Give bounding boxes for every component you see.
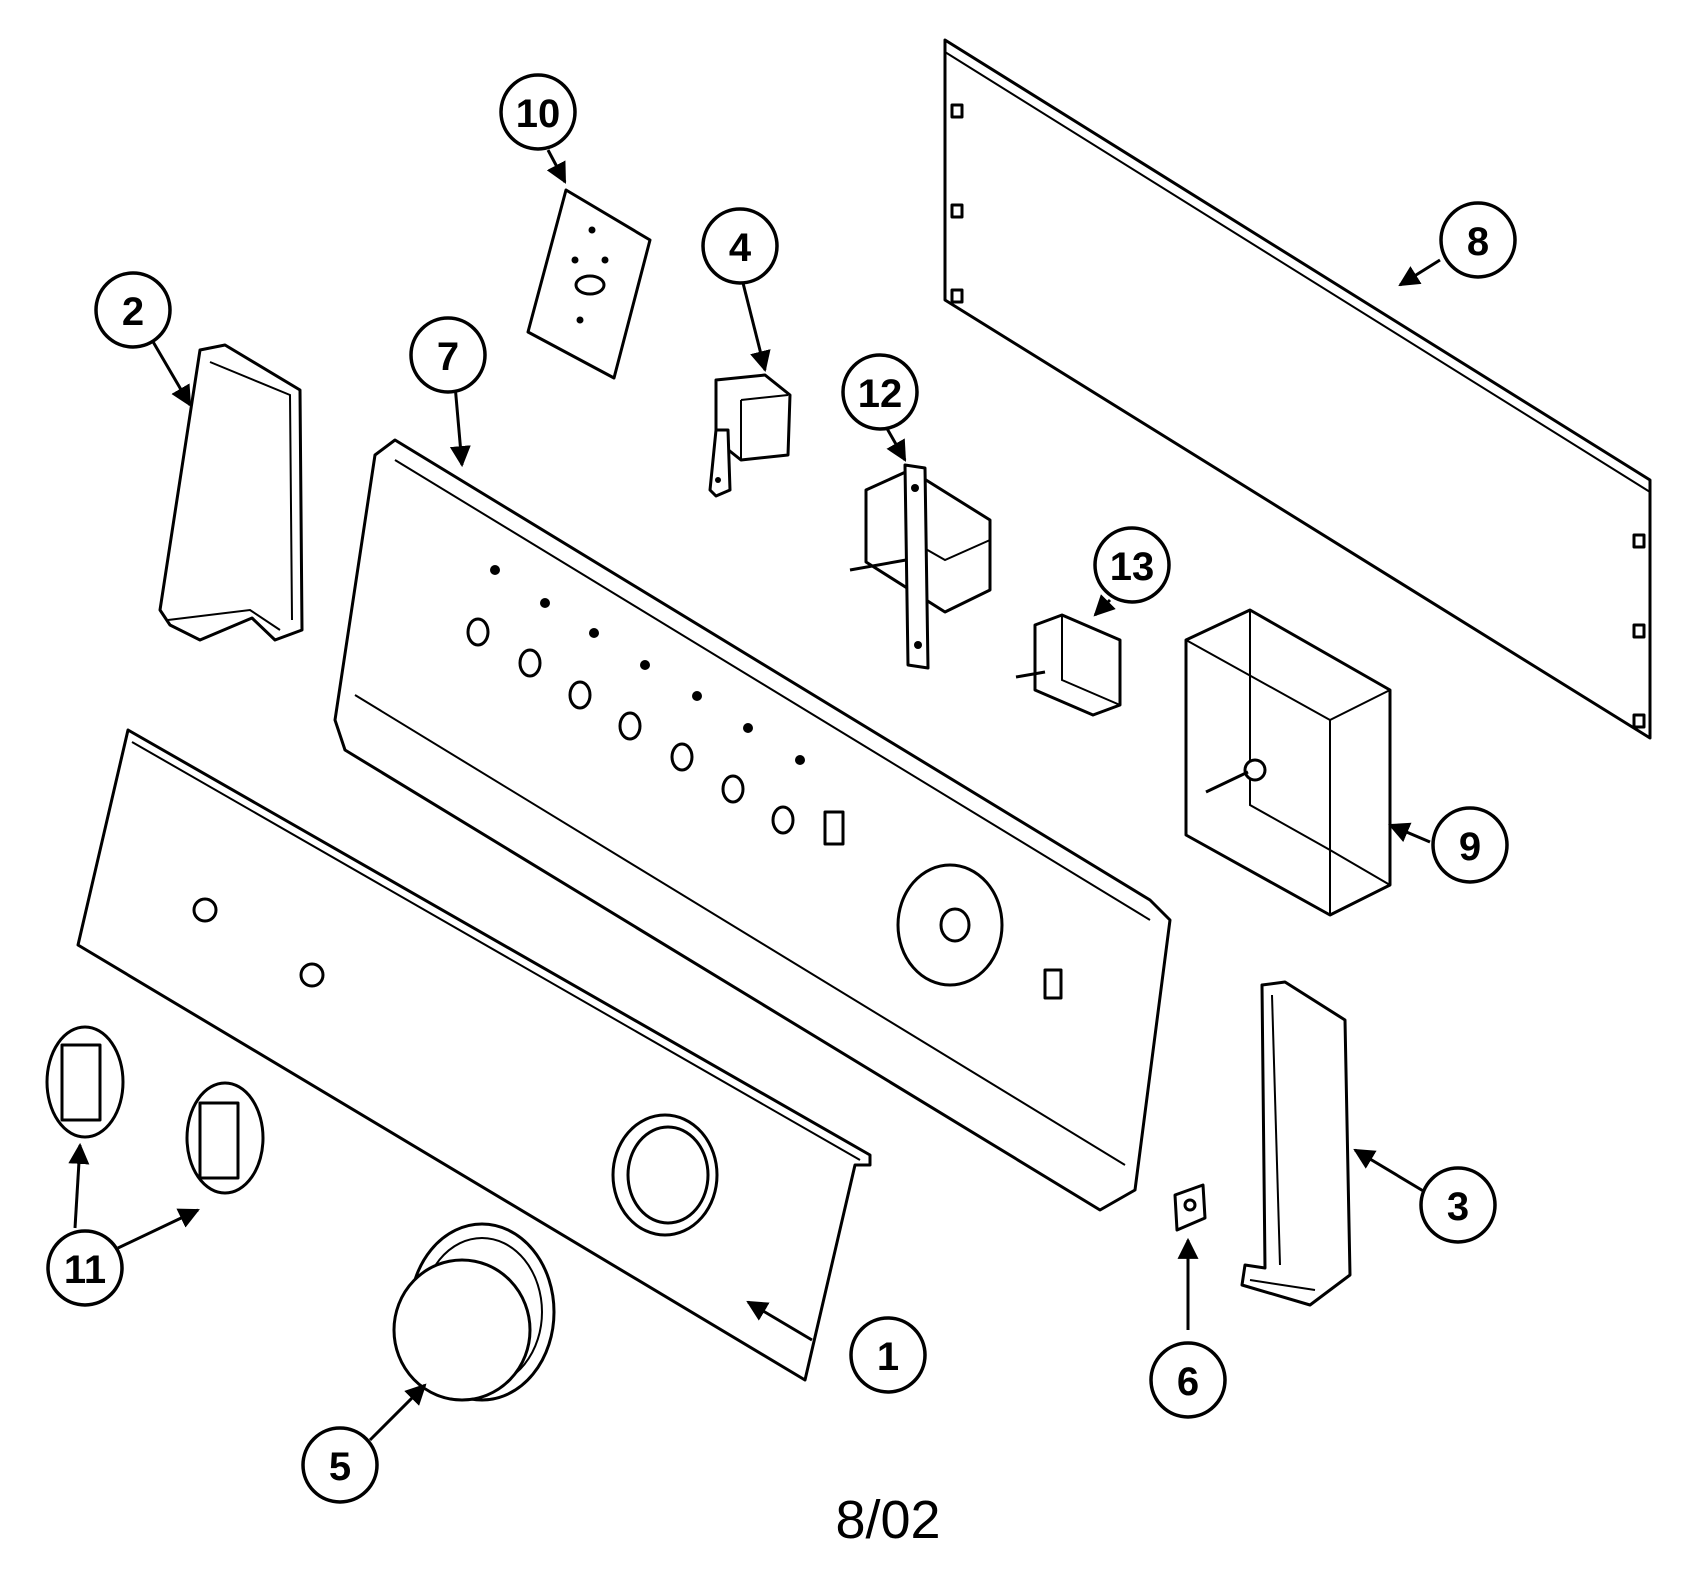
svg-text:8: 8	[1467, 220, 1489, 264]
callout-10: 10	[499, 73, 577, 151]
callout-9: 9	[1431, 806, 1509, 884]
callout-7: 7	[409, 316, 487, 394]
part-12-rotary-switch	[849, 463, 992, 670]
part-7-control-panel	[333, 438, 1172, 1212]
svg-text:5: 5	[329, 1445, 351, 1489]
date-code: 8/02	[835, 1490, 940, 1550]
part-2-left-end-cap	[158, 343, 304, 642]
callout-5: 5	[301, 1426, 379, 1504]
svg-text:10: 10	[516, 92, 561, 136]
callout-12: 12	[841, 353, 919, 431]
callout-13: 13	[1093, 526, 1171, 604]
callout-3: 3	[1419, 1166, 1497, 1244]
part-1-console-panel	[76, 728, 872, 1382]
part-11-knobs	[45, 1025, 265, 1195]
callout-1: 1	[849, 1316, 927, 1394]
part-10-mounting-plate	[526, 188, 652, 380]
svg-text:12: 12	[858, 372, 903, 416]
callout-11: 11	[46, 1229, 124, 1307]
leader-lines	[68, 149, 1441, 1442]
svg-text:13: 13	[1110, 545, 1155, 589]
svg-text:7: 7	[437, 335, 459, 379]
callout-6: 6	[1149, 1341, 1227, 1419]
svg-text:3: 3	[1447, 1185, 1469, 1229]
part-6-clip	[1173, 1183, 1207, 1232]
part-9-timer	[1184, 608, 1392, 917]
svg-text:2: 2	[122, 290, 144, 334]
callout-8: 8	[1439, 201, 1517, 279]
callout-4: 4	[701, 207, 779, 285]
part-3-right-end-cap	[1240, 980, 1352, 1307]
svg-text:11: 11	[64, 1248, 106, 1292]
svg-text:1: 1	[877, 1335, 899, 1379]
part-5-large-knob	[392, 1222, 556, 1402]
callout-2: 2	[94, 271, 172, 349]
part-4-switch	[708, 373, 792, 498]
svg-text:9: 9	[1459, 825, 1481, 869]
svg-text:4: 4	[729, 226, 752, 270]
svg-text:6: 6	[1177, 1360, 1199, 1404]
part-13-small-switch	[1015, 613, 1122, 717]
part-8-rear-panel	[943, 38, 1652, 740]
